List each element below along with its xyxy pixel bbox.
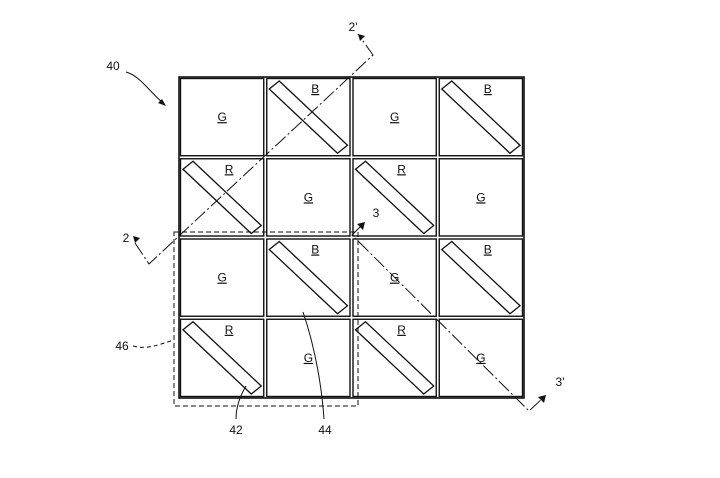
- pixel-cell-r: R: [353, 159, 436, 236]
- pixel-label-b: B: [311, 243, 319, 257]
- pixel-label-g: G: [390, 110, 399, 124]
- section-line-2: [135, 34, 373, 264]
- pixel-cell-g: G: [267, 159, 350, 236]
- diagonal-strip: [442, 242, 520, 314]
- pixel-cell-r: R: [181, 159, 264, 236]
- ref-numeral-40: 40: [106, 59, 120, 73]
- leader-44: [303, 312, 324, 419]
- pixel-cell-b: B: [267, 239, 350, 316]
- pixel-label-r: R: [225, 162, 234, 176]
- pixel-label-g: G: [304, 351, 313, 365]
- pixel-cell-g: G: [353, 79, 436, 156]
- array-outline: [179, 77, 524, 398]
- pixel-label-g: G: [476, 190, 485, 204]
- pixel-cell-g: G: [181, 239, 264, 316]
- pixel-label-g: G: [217, 110, 226, 124]
- pixel-label-r: R: [397, 162, 406, 176]
- pixel-label-b: B: [484, 243, 492, 257]
- pixel-cell-b: B: [267, 79, 350, 156]
- pixel-cell-g: G: [181, 79, 264, 156]
- section-mark-3: 3: [373, 206, 380, 220]
- diagonal-strip: [442, 81, 520, 153]
- ref-numeral-42: 42: [229, 423, 243, 437]
- leader-42: [236, 386, 246, 419]
- diagonal-strip: [183, 322, 261, 394]
- section-2-arrowhead: [133, 236, 140, 243]
- diagonal-strip: [269, 242, 347, 314]
- section-mark-3prime: 3': [556, 375, 565, 389]
- leader-40: [126, 72, 163, 103]
- pixel-cell-r: R: [353, 319, 436, 396]
- pixel-cell-b: B: [439, 79, 522, 156]
- pixel-label-g: G: [304, 190, 313, 204]
- pixel-label-g: G: [217, 271, 226, 285]
- pixel-label-r: R: [225, 323, 234, 337]
- pixel-cell-b: B: [439, 239, 522, 316]
- section-line-3: [352, 226, 544, 411]
- diagonal-strip: [183, 161, 261, 233]
- pixel-cell-g: G: [439, 159, 522, 236]
- pixel-cell-g: G: [267, 319, 350, 396]
- pixel-cell-r: R: [181, 319, 264, 396]
- pixel-label-b: B: [311, 82, 319, 96]
- pixel-label-r: R: [397, 323, 406, 337]
- ref-numeral-46: 46: [115, 339, 129, 353]
- section-mark-2prime: 2': [349, 20, 358, 34]
- diagonal-strip: [356, 322, 434, 394]
- ref-numeral-44: 44: [318, 423, 332, 437]
- section-2prime-arrowhead: [358, 34, 365, 41]
- pixel-label-b: B: [484, 82, 492, 96]
- diagonal-strip: [356, 161, 434, 233]
- diagonal-strip: [269, 81, 347, 153]
- leader-46: [133, 340, 174, 347]
- section-mark-2: 2: [123, 231, 130, 245]
- pixel-grid: GBGBRGRGGBGBRGRG: [181, 79, 523, 397]
- pixel-cell-g: G: [439, 319, 522, 396]
